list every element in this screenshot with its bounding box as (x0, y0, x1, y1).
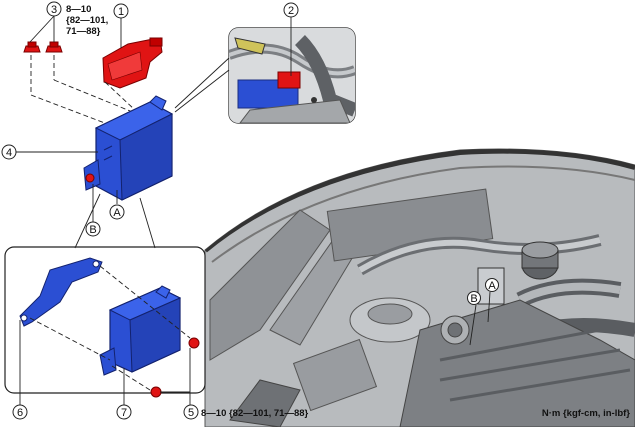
callout-b-label: B (89, 224, 96, 236)
torque-top-line3: 71—88} (66, 26, 101, 37)
callout-a-label: A (113, 207, 121, 219)
callout-3: 3 (46, 1, 62, 17)
engine-bay-illustration: A B (204, 148, 635, 427)
module-part-7 (99, 285, 182, 376)
callout-a: A (109, 204, 125, 220)
torque-units: N·m {kgf-cm, in-lbf} (542, 408, 630, 419)
callout-3-label: 3 (51, 4, 57, 16)
nut-part-3-left (23, 41, 41, 53)
callout-4: 4 (1, 144, 17, 160)
callout-4-label: 4 (6, 147, 12, 159)
callout-7: 7 (116, 404, 132, 420)
bracket-detail-inset (4, 246, 206, 398)
torque-top-line2: {82—101, (66, 15, 108, 26)
callout-5-label: 5 (188, 407, 194, 419)
callout-7-label: 7 (121, 407, 127, 419)
callout-6-label: 6 (17, 407, 23, 419)
nut-part-3-right (45, 41, 63, 53)
callout-1-label: 1 (118, 6, 124, 18)
callout-6: 6 (12, 404, 28, 420)
connector-part-1 (102, 37, 163, 89)
callout-b-engine (467, 291, 481, 305)
callout-2: 2 (283, 2, 299, 18)
callout-5: 5 (183, 404, 199, 420)
callout-b-engine-label: B (470, 293, 477, 305)
callout-2-label: 2 (288, 5, 294, 17)
connector-detail-inset (228, 27, 356, 124)
callout-a-engine-label: A (488, 280, 496, 292)
bracket-part-6 (19, 257, 103, 327)
nut-part-5-lower (150, 386, 162, 398)
nut-part-5-upper (188, 337, 200, 349)
callout-b: B (85, 221, 101, 237)
torque-bottom: 8—10 {82—101, 71—88} (201, 408, 309, 419)
callout-a-engine (485, 278, 499, 292)
callout-1: 1 (113, 3, 129, 19)
control-module-part-4 (83, 95, 174, 201)
torque-top-line1: 8—10 (66, 4, 91, 15)
